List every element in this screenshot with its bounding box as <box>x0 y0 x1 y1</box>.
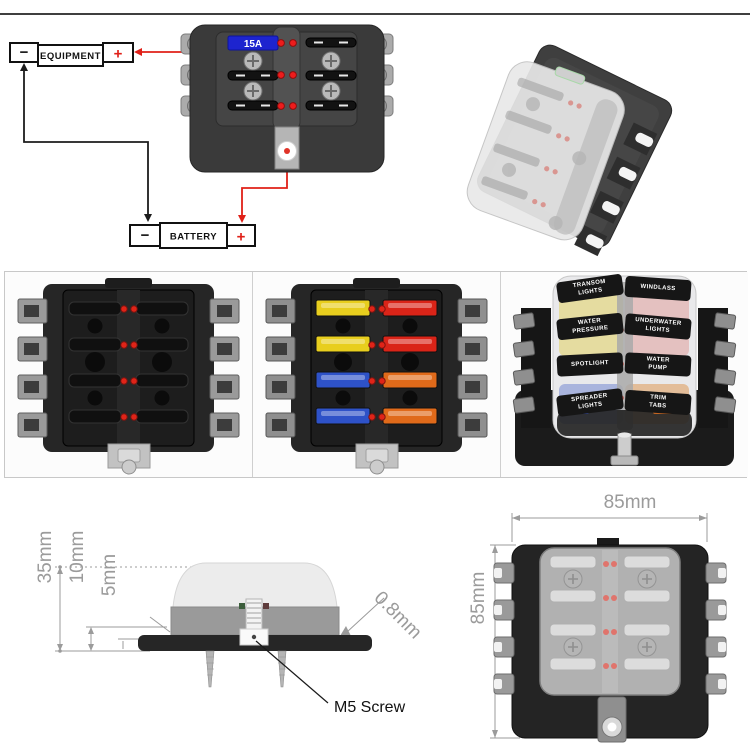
photo2-svg <box>265 278 488 475</box>
led-indicators <box>277 39 297 110</box>
dim-width-85mm: 85mm <box>604 492 657 513</box>
spade-terminals <box>512 312 737 414</box>
equipment-label: EQUIPMENT <box>40 51 101 62</box>
photo3-svg <box>512 275 737 466</box>
led-indicators <box>120 305 138 421</box>
ground-stud <box>610 432 639 466</box>
photo-fuse-box-with-cover: TRANSOM LIGHTS WATER PRESSURE SPOTLIGHT … <box>501 272 748 477</box>
fuse-rating-text: 15A <box>244 39 262 50</box>
top-view-product <box>493 538 727 743</box>
spade-terminals <box>265 298 488 438</box>
cover-label-trim-tabs: TRIM TABS <box>624 389 692 416</box>
dim-depth-85mm: 85mm <box>468 572 489 625</box>
battery-minus: − <box>141 227 150 244</box>
translucent-cover <box>539 547 681 696</box>
product-photo-strip: TRANSOM LIGHTS WATER PRESSURE SPOTLIGHT … <box>4 271 748 478</box>
battery-plus: + <box>237 229 246 246</box>
m5-leader-line <box>255 640 329 704</box>
render-3d-view <box>466 44 673 257</box>
equipment-plus: + <box>114 46 123 63</box>
cover-label-windlass: WINDLASS <box>624 275 692 302</box>
m5-screw-label: M5 Screw <box>334 699 406 716</box>
slot-holes <box>85 318 172 406</box>
side-view-dimension-diagram: 35mm 10mm 5mm 0.8mm <box>35 531 426 716</box>
mounting-screws <box>205 650 287 688</box>
fuse-highlights <box>321 303 432 416</box>
render-terminals <box>574 122 658 257</box>
spade-terminals <box>493 562 727 695</box>
side-view-product <box>138 562 372 688</box>
equipment-block: − EQUIPMENT + <box>9 42 134 67</box>
photo-fuse-box-with-fuses <box>253 272 501 477</box>
arrow-to-equipment-plus <box>134 48 142 56</box>
ground-stud <box>107 443 151 475</box>
fuse-block-illustration: 15A <box>180 24 394 173</box>
wiring-diagram: − EQUIPMENT + − BATTERY + <box>9 24 394 249</box>
positive-wire-battery <box>241 160 288 217</box>
negative-wire <box>23 67 149 217</box>
photo1-svg <box>17 278 240 475</box>
top-divider-line <box>0 13 750 15</box>
dim-10mm: 10mm <box>67 531 88 584</box>
equipment-minus: − <box>20 44 29 61</box>
arrow-to-equipment-minus <box>20 63 28 71</box>
battery-label: BATTERY <box>170 232 217 243</box>
led-dots <box>603 561 617 669</box>
dim-0-8mm: 0.8mm <box>370 587 426 643</box>
ground-stud-tab <box>597 696 627 743</box>
ground-stud <box>355 443 399 475</box>
top-view-dimension-diagram: 85mm 85mm <box>468 492 727 743</box>
spade-terminals <box>17 298 240 438</box>
ground-stud-tab <box>274 126 300 170</box>
slot-holes <box>334 318 419 406</box>
battery-block: − BATTERY + <box>129 222 256 249</box>
arrow-to-battery-minus <box>144 214 152 222</box>
colored-fuses <box>315 299 438 425</box>
render-translucent-cover <box>466 61 625 241</box>
led-indicators <box>368 305 386 421</box>
fuse-screws <box>243 51 341 101</box>
arrow-to-battery-plus <box>238 215 246 223</box>
dim-35mm: 35mm <box>35 531 56 584</box>
dimension-lines <box>55 565 385 653</box>
dim-5mm: 5mm <box>99 554 120 596</box>
cover-label-spotlight: SPOTLIGHT <box>556 352 624 377</box>
photo-empty-fuse-box <box>5 272 253 477</box>
cover-label-water-pump: WATER PUMP <box>624 352 692 377</box>
m5-screw-graphic <box>239 598 269 646</box>
render-led-dots <box>532 100 582 208</box>
fuse-slots <box>227 37 357 111</box>
